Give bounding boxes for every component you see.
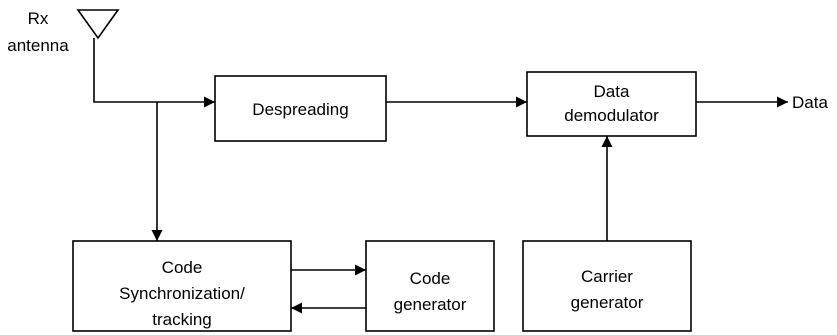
data-demodulator-label-line1: Data [594,82,630,101]
antenna-feed-line [93,38,215,108]
despreading-label: Despreading [252,100,348,119]
code-sync-label-line2: Synchronization/ [119,284,245,303]
antenna-label-line1: Rx [28,9,49,28]
code-generator-label-line1: Code [410,269,451,288]
code-sync-label-line1: Code [162,258,203,277]
antenna-label-line2: antenna [7,36,69,55]
despreading-block: Despreading [214,75,387,142]
carrier-generator-label-line1: Carrier [581,267,633,286]
carrier-generator-block: Carrier generator [522,240,692,332]
code-generator-block: Code generator [365,240,495,332]
data-demodulator-label-line2: demodulator [564,106,659,125]
data-demodulator-block: Data demodulator [526,71,697,137]
code-sync-block: Code Synchronization/ tracking [72,240,292,332]
code-sync-label-line3: tracking [152,310,212,329]
antenna-icon [76,9,120,40]
code-generator-label-line2: generator [394,295,467,314]
carrier-generator-label-line2: generator [571,293,644,312]
output-data-label: Data [792,93,828,112]
